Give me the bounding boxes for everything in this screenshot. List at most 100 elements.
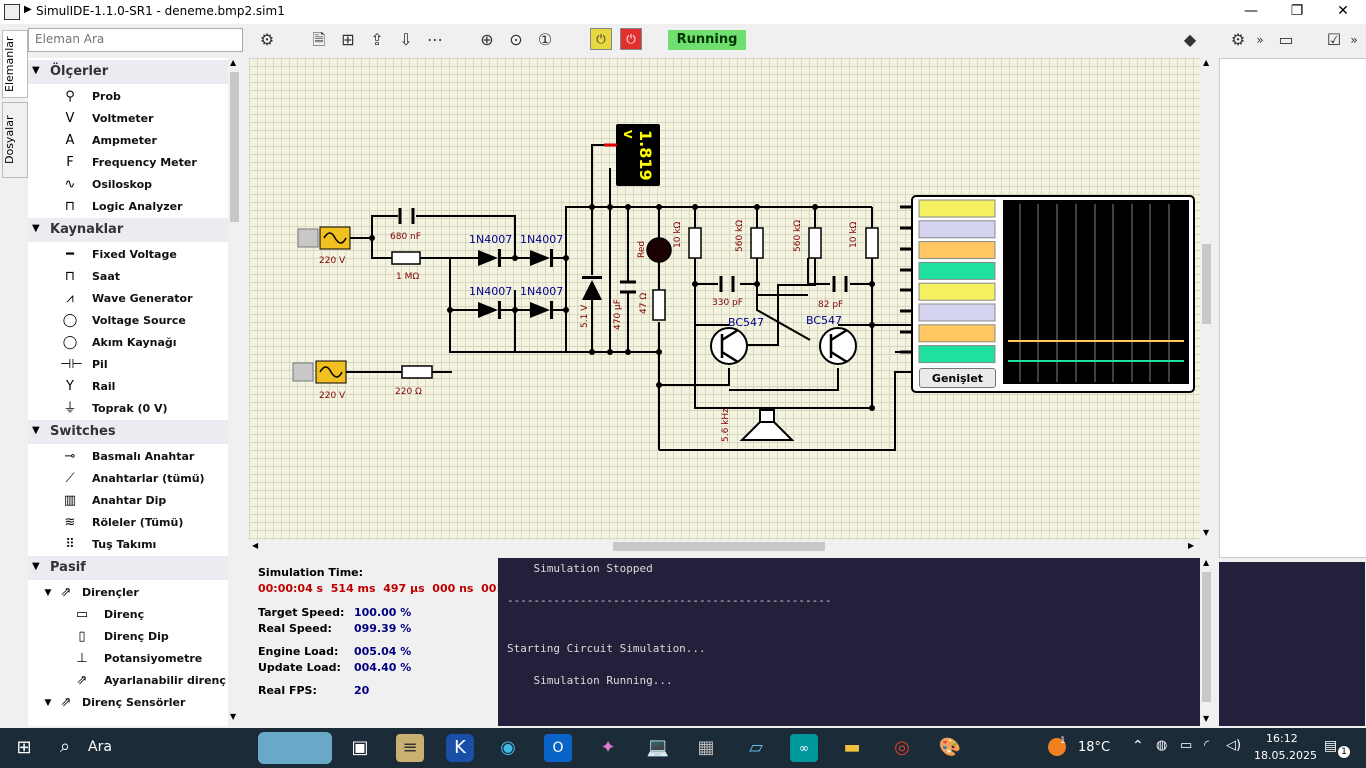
canvas-vertical-scrollbar[interactable]: ▲ ▼: [1200, 58, 1214, 540]
edge-browser-icon[interactable]: ◉: [500, 737, 516, 758]
copilot-icon[interactable]: ✦: [600, 737, 616, 758]
palette-item-diren[interactable]: ▭Direnç: [28, 604, 228, 626]
zoom-selection-icon[interactable]: ⊙: [509, 30, 523, 49]
canvas-horizontal-scrollbar[interactable]: ◀ ▶: [249, 540, 1200, 554]
circuit-canvas[interactable]: 220 V 220 V 680 nF 1 MΩ 220 Ω 330 pF 82 …: [249, 58, 1200, 540]
save-as-icon[interactable]: ⋯: [427, 30, 443, 49]
camera-icon[interactable]: ◍: [1156, 738, 1168, 753]
stop-button[interactable]: ⏻: [620, 28, 642, 50]
palette-item-pil[interactable]: ⊣⊢Pil: [28, 354, 228, 376]
palette-item-tu-tak-m[interactable]: ⠿Tuş Takımı: [28, 534, 228, 556]
more-chevron-icon[interactable]: »: [1256, 33, 1264, 47]
windows-start-icon[interactable]: ⊞: [16, 737, 32, 758]
weather-temperature[interactable]: 18°C: [1078, 740, 1111, 755]
target-speed-label: Target Speed:: [258, 606, 345, 619]
palette-item-potansiyometre[interactable]: ⊥Potansiyometre: [28, 648, 228, 670]
volume-icon[interactable]: ◁): [1226, 738, 1242, 753]
chevron-down-icon[interactable]: ▼: [44, 588, 52, 598]
new-circuit-icon[interactable]: 🗎: [312, 30, 326, 49]
save-icon[interactable]: ⇩: [399, 30, 413, 49]
calculator-icon[interactable]: ▦: [697, 737, 715, 758]
widgets-illustration-icon[interactable]: [258, 732, 332, 764]
console-scrollbar[interactable]: ▲ ▼: [1200, 558, 1214, 726]
tab-components[interactable]: Elemanlar: [2, 30, 28, 98]
weather-icon[interactable]: [1048, 738, 1066, 756]
scroll-thumb[interactable]: [1202, 244, 1211, 324]
chevron-down-icon[interactable]: ▼: [32, 561, 40, 572]
open-folder-icon[interactable]: ⇪: [370, 30, 384, 49]
palette-item-label: Osiloskop: [92, 178, 152, 191]
arduino-icon[interactable]: ∞: [790, 734, 818, 762]
palette-scrollbar[interactable]: ▲ ▼: [228, 58, 242, 726]
clock-time[interactable]: 16:12: [1266, 732, 1298, 745]
laptop-app-icon[interactable]: 💻: [646, 737, 670, 758]
monitor-icon[interactable]: ▭: [1278, 30, 1294, 49]
palette-item-ak-m-kayna[interactable]: ◯Akım Kaynağı: [28, 332, 228, 354]
chevron-down-icon[interactable]: ▼: [32, 223, 40, 234]
palette-item-osiloskop[interactable]: ∿Osiloskop: [28, 174, 228, 196]
palette-item-diren-dip[interactable]: ▯Direnç Dip: [28, 626, 228, 648]
search-input[interactable]: [29, 29, 241, 49]
chevron-down-icon[interactable]: ▼: [32, 65, 40, 76]
category-0[interactable]: ▼Ölçerler: [28, 60, 228, 84]
palette-item-anahtar-dip[interactable]: ▥Anahtar Dip: [28, 490, 228, 512]
scroll-thumb[interactable]: [230, 72, 239, 222]
more-chevron-icon[interactable]: »: [1350, 33, 1358, 47]
clock-date[interactable]: 18.05.2025: [1254, 749, 1317, 762]
label-src2: 220 V: [319, 391, 346, 401]
wifi-icon[interactable]: ◜: [1204, 738, 1210, 753]
tab-files[interactable]: Dosyalar: [2, 102, 28, 178]
palette-item-voltage-source[interactable]: ◯Voltage Source: [28, 310, 228, 332]
expand-scope-button[interactable]: Genişlet: [919, 368, 996, 388]
scroll-thumb[interactable]: [613, 542, 825, 551]
palette-item-saat[interactable]: ⊓Saat: [28, 266, 228, 288]
diamond-icon[interactable]: ◆: [1183, 30, 1197, 49]
checkbox-icon[interactable]: ☑: [1326, 30, 1342, 49]
palette-item-wave-generator[interactable]: ⩘Wave Generator: [28, 288, 228, 310]
palette-item-toprak-0-v[interactable]: ⏚Toprak (0 V): [28, 398, 228, 420]
chevron-up-icon[interactable]: ⌃: [1132, 738, 1144, 754]
settings-gear-icon[interactable]: ⚙: [259, 30, 275, 49]
paint-app-icon[interactable]: 🎨: [938, 737, 962, 758]
battery-icon[interactable]: ▭: [1180, 738, 1193, 753]
chrome-icon[interactable]: ◎: [894, 737, 910, 758]
category-2[interactable]: ▼Switches: [28, 420, 228, 444]
kotlin-app-icon[interactable]: K: [446, 734, 474, 762]
pause-button[interactable]: ⏻: [590, 28, 612, 50]
presentation-app-icon[interactable]: ▱: [749, 737, 763, 758]
chevron-down-icon[interactable]: ▼: [44, 698, 52, 708]
palette-item-prob[interactable]: ⚲Prob: [28, 86, 228, 108]
scroll-thumb[interactable]: [1202, 572, 1211, 702]
window-title: SimulIDE-1.1.0-SR1 - deneme.bmp2.sim1: [36, 4, 285, 18]
notification-bell-icon[interactable]: ▤: [1324, 738, 1338, 754]
close-button[interactable]: ✕: [1337, 3, 1349, 19]
subcategory-resistors[interactable]: ▼⇗Dirençler: [28, 582, 228, 604]
palette-item-ayarlanabilir-diren[interactable]: ⇗Ayarlanabilir direnç: [28, 670, 228, 692]
zoom-one-icon[interactable]: ①: [537, 30, 553, 49]
palette-item-r-leler-t-m[interactable]: ≋Röleler (Tümü): [28, 512, 228, 534]
palette-item-basmal-anahtar[interactable]: ⊸Basmalı Anahtar: [28, 446, 228, 468]
palette-item-logic-analyzer[interactable]: ⊓Logic Analyzer: [28, 196, 228, 218]
taskbar-search[interactable]: ⌕ Ara: [48, 728, 248, 768]
outlook-icon[interactable]: O: [544, 734, 572, 762]
output-console[interactable]: Simulation Stopped ---------------------…: [498, 558, 1200, 726]
file-explorer-icon[interactable]: ▬: [843, 737, 861, 758]
palette-item-partial[interactable]: ▼⇗Direnç Sensörler: [28, 692, 228, 714]
task-view-icon[interactable]: ▣: [351, 737, 369, 758]
category-1[interactable]: ▼Kaynaklar: [28, 218, 228, 242]
add-file-icon[interactable]: ⊞: [341, 30, 355, 49]
minimize-button[interactable]: —: [1244, 3, 1258, 19]
palette-item-anahtarlar-t-m[interactable]: ⟋Anahtarlar (tümü): [28, 468, 228, 490]
maximize-button[interactable]: ❐: [1290, 3, 1304, 19]
palette-item-fixed-voltage[interactable]: ━Fixed Voltage: [28, 244, 228, 266]
simulide-app-icon[interactable]: ≡: [396, 734, 424, 762]
zoom-fit-icon[interactable]: ⊕: [480, 30, 494, 49]
simulation-status: Running: [668, 30, 746, 50]
chevron-down-icon[interactable]: ▼: [32, 425, 40, 436]
category-3[interactable]: ▼Pasif: [28, 556, 228, 580]
settings-gear-icon[interactable]: ⚙: [1230, 30, 1246, 49]
